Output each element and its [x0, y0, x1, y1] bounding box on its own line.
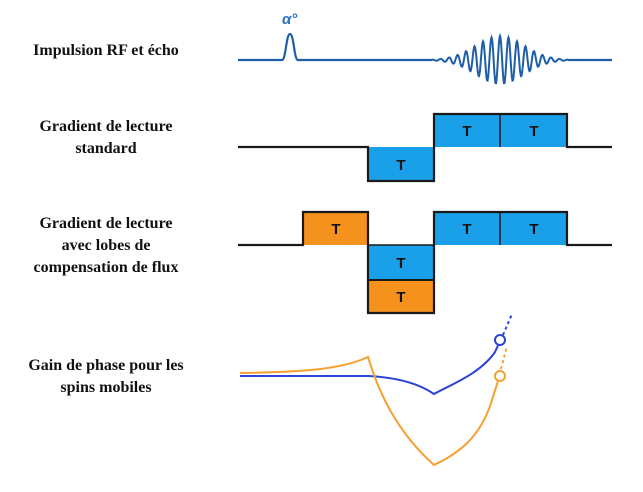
- phase-endpoint-flux: [494, 370, 506, 382]
- standard-lobe-label-1: T: [396, 157, 405, 174]
- label-flux-line-1: Gradient de lecture: [39, 215, 173, 232]
- flux-compensated-gradient: T T T T T: [238, 210, 612, 315]
- flux-compensation-lobe-negative: [368, 280, 434, 313]
- label-rf-echo: Impulsion RF et écho: [8, 40, 204, 62]
- standard-lobe-label-3: T: [529, 123, 538, 140]
- standard-dephasing-lobe: [368, 147, 434, 181]
- flux-readout-lobe-2: [500, 212, 567, 245]
- rf-pulse-label: α°: [282, 11, 298, 28]
- standard-lobe-label-2: T: [462, 123, 471, 140]
- standard-readout-lobe-2: [500, 114, 567, 147]
- phase-curve-standard: [240, 340, 501, 396]
- standard-readout-lobe-1: [434, 114, 500, 147]
- label-phase-line-1: Gain de phase pour les: [28, 357, 184, 374]
- rf-pulse: [280, 32, 432, 62]
- standard-gradient-outline: [238, 112, 612, 183]
- echo-waveform: [432, 32, 568, 85]
- flux-readout-lobe-1: [434, 212, 500, 245]
- label-standard-line-1: Gradient de lecture: [39, 118, 173, 135]
- flux-lobe-label-5: T: [529, 221, 538, 238]
- label-flux-line-3: compensation de flux: [33, 259, 179, 276]
- phase-curve-standard-extrapolation: [502, 313, 513, 336]
- flux-gradient-outline: [238, 210, 612, 315]
- label-rf-echo-line: Impulsion RF et écho: [33, 42, 179, 59]
- flux-lobe-label-1: T: [331, 221, 340, 238]
- flux-dephasing-lobe: [368, 245, 434, 279]
- flux-lobe-label-3: T: [396, 289, 405, 306]
- label-phase-line-2: spins mobiles: [60, 379, 152, 396]
- rf-echo-waveform: α°: [238, 11, 612, 85]
- flux-compensation-lobe-positive: [303, 212, 368, 245]
- phase-gain-curves: [239, 313, 513, 467]
- flux-lobe-label-4: T: [462, 221, 471, 238]
- label-standard-line-2: standard: [75, 140, 137, 157]
- phase-curve-flux: [239, 355, 499, 467]
- label-flux-line-2: avec lobes de: [61, 237, 151, 254]
- phase-curve-flux-extrapolation: [500, 345, 508, 370]
- label-flux-gradient: Gradient de lecture avec lobes de compen…: [8, 213, 204, 279]
- flux-lobe-label-2: T: [396, 255, 405, 272]
- phase-endpoint-standard: [494, 334, 506, 346]
- label-standard-gradient: Gradient de lecture standard: [8, 116, 204, 160]
- label-phase-gain: Gain de phase pour les spins mobiles: [4, 355, 208, 399]
- standard-gradient: T T T: [238, 112, 612, 183]
